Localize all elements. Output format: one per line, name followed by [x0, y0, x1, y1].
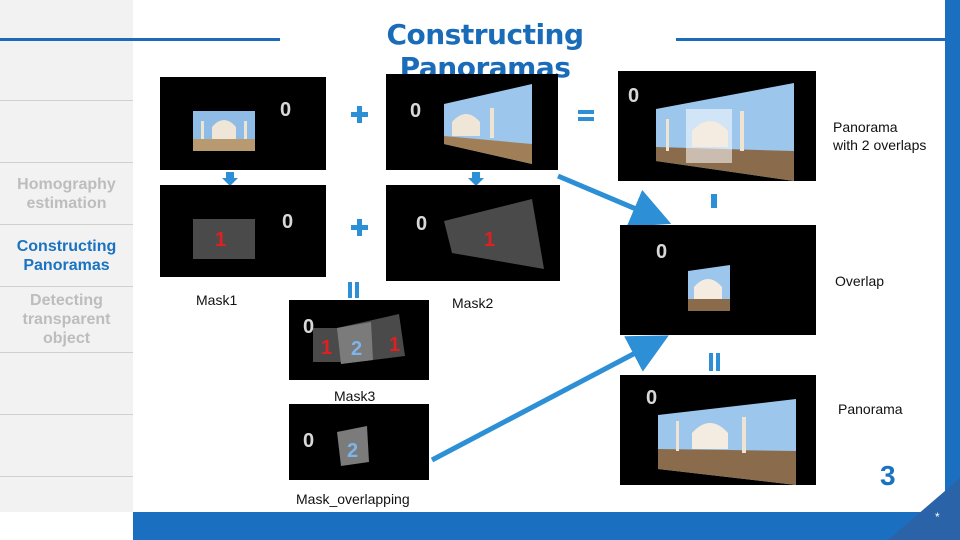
caption-panorama: Panorama	[838, 401, 903, 417]
equals-vertical-icon	[348, 282, 352, 298]
minus-icon	[711, 194, 717, 208]
panorama-overlaps-panel: 0	[618, 71, 816, 181]
zero-label: 0	[303, 316, 314, 339]
mask-region-two: 2	[351, 338, 362, 361]
panorama-panel: 0	[620, 375, 816, 485]
down-arrow-icon	[222, 172, 238, 186]
panorama-photo	[618, 71, 816, 181]
taj-photo-small	[160, 77, 326, 170]
caption-mask1: Mask1	[196, 292, 237, 308]
mask-region-one: 1	[484, 229, 495, 252]
image2-panel: 0	[386, 74, 558, 170]
zero-label: 0	[410, 100, 421, 123]
image1-panel: 0	[160, 77, 326, 170]
mask3-panel: 0 1 2 1	[289, 300, 429, 380]
mask1-panel: 1 0	[160, 185, 326, 277]
caption-panorama-overlaps: Panorama with 2 overlaps	[833, 118, 926, 154]
equals-vertical-icon	[716, 353, 720, 371]
arrow-to-overlap	[558, 176, 662, 220]
zero-label: 0	[303, 430, 314, 453]
caption-mask3: Mask3	[334, 388, 375, 404]
zero-label: 0	[280, 99, 291, 122]
plus-icon	[351, 106, 368, 123]
equals-vertical-icon	[709, 353, 713, 371]
down-arrow-icon	[468, 172, 484, 186]
overlap-panel: 0	[620, 225, 816, 335]
zero-label: 0	[646, 387, 657, 410]
zero-label: 0	[282, 211, 293, 234]
mask-region-one: 1	[389, 334, 400, 357]
plus-icon	[351, 219, 368, 236]
caption-mask2: Mask2	[452, 295, 493, 311]
zero-label: 0	[656, 241, 667, 264]
mask-overlapping-panel: 0 2	[289, 404, 429, 480]
mask2-panel: 1 0	[386, 185, 560, 281]
zero-label: 0	[628, 85, 639, 108]
mask-region-one: 1	[215, 229, 226, 252]
zero-label: 0	[416, 213, 427, 236]
mask-region-two: 2	[347, 440, 358, 463]
equals-icon-bar	[578, 117, 594, 121]
caption-overlap: Overlap	[835, 273, 884, 289]
mask-region-one: 1	[321, 337, 332, 360]
mask2-region	[386, 185, 560, 281]
overlap-photo	[620, 225, 816, 335]
caption-mask-overlapping: Mask_overlapping	[296, 491, 410, 507]
mask1-region	[160, 185, 326, 277]
equals-vertical-icon	[355, 282, 359, 298]
equals-icon	[578, 110, 594, 114]
